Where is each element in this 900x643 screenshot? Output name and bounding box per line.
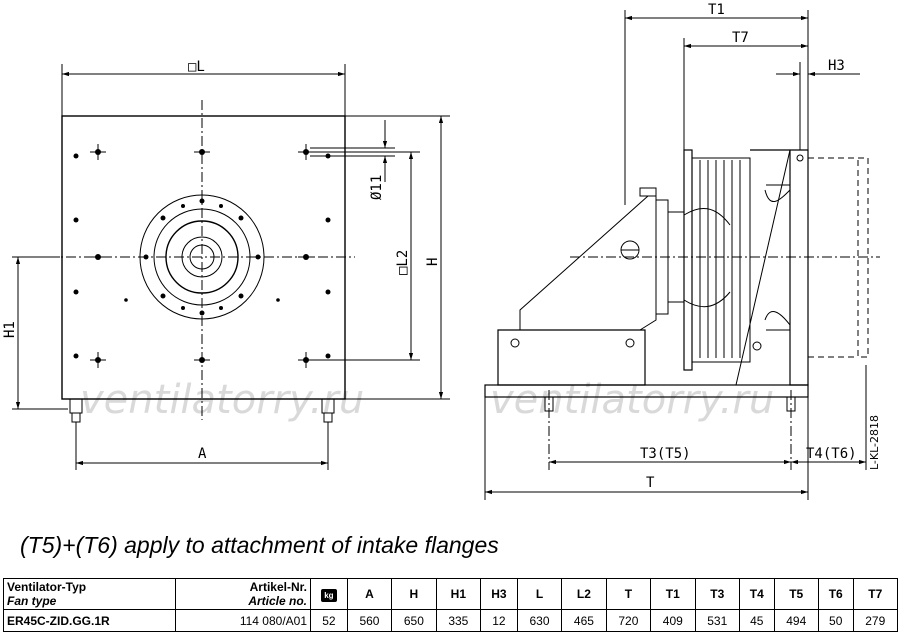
col-header: H bbox=[391, 578, 437, 610]
value-cell: 630 bbox=[516, 609, 563, 632]
fan-type-header: Ventilator-Typ Fan type bbox=[3, 578, 176, 610]
table-header-row: Ventilator-Typ Fan type Artikel-Nr. Arti… bbox=[3, 578, 898, 610]
col-header: T3 bbox=[694, 578, 740, 610]
front-view bbox=[12, 64, 450, 470]
fan-type-header-de: Ventilator-Typ bbox=[7, 580, 87, 594]
value-cell: 50 bbox=[817, 609, 854, 632]
article-cell: 114 080/A01 bbox=[175, 609, 311, 632]
article-header: Artikel-Nr. Article no. bbox=[175, 578, 311, 610]
col-header: T bbox=[605, 578, 652, 610]
value-cell: 650 bbox=[391, 609, 437, 632]
dim-label-L2: □L2 bbox=[395, 250, 411, 275]
drawing-id: L-KL-2818 bbox=[868, 414, 881, 470]
col-header: L2 bbox=[561, 578, 607, 610]
weight-icon: kg bbox=[321, 588, 337, 602]
value-cell: 45 bbox=[738, 609, 775, 632]
article-header-en: Article no. bbox=[248, 594, 307, 608]
dim-label-T7: T7 bbox=[732, 30, 749, 46]
watermark-right: ventilatorry.ru bbox=[490, 377, 774, 423]
value-cell: 531 bbox=[694, 609, 740, 632]
value-cell: 720 bbox=[605, 609, 652, 632]
side-view bbox=[484, 10, 880, 500]
value-cell: 12 bbox=[480, 609, 518, 632]
watermark-left: ventilatorry.ru bbox=[80, 377, 364, 423]
col-header: T4 bbox=[738, 578, 775, 610]
col-header: T6 bbox=[817, 578, 854, 610]
col-header: T5 bbox=[773, 578, 819, 610]
dim-label-A: A bbox=[198, 446, 207, 462]
value-cell: 560 bbox=[346, 609, 393, 632]
table-row: ER45C-ZID.GG.1R 114 080/A01 52 560 650 3… bbox=[3, 609, 898, 632]
dim-label-H: H bbox=[425, 258, 441, 266]
col-header: H1 bbox=[435, 578, 482, 610]
weight-header: kg bbox=[310, 578, 348, 610]
col-header: H3 bbox=[480, 578, 518, 610]
col-header: L bbox=[516, 578, 563, 610]
col-header: T1 bbox=[650, 578, 696, 610]
dim-label-d11: Ø11 bbox=[369, 175, 385, 200]
fan-type-header-en: Fan type bbox=[7, 594, 57, 608]
dim-label-T1: T1 bbox=[708, 2, 725, 18]
value-cell: 279 bbox=[852, 609, 898, 632]
dim-label-L: □L bbox=[188, 59, 205, 75]
fan-type-cell: ER45C-ZID.GG.1R bbox=[3, 609, 176, 632]
technical-drawing: ventilatorry.ru ventilatorry.ru bbox=[2, 2, 880, 500]
dim-label-H1: H1 bbox=[2, 321, 18, 338]
col-header: T7 bbox=[852, 578, 898, 610]
value-cell: 409 bbox=[650, 609, 696, 632]
article-header-de: Artikel-Nr. bbox=[249, 580, 307, 594]
flange-note: (T5)+(T6) apply to attachment of intake … bbox=[20, 532, 499, 558]
dim-label-T: T bbox=[646, 475, 655, 491]
dimension-table: Ventilator-Typ Fan type Artikel-Nr. Arti… bbox=[3, 578, 898, 632]
value-cell: 335 bbox=[435, 609, 482, 632]
col-header: A bbox=[346, 578, 393, 610]
dim-label-T3T5: T3(T5) bbox=[640, 446, 691, 462]
weight-cell: 52 bbox=[310, 609, 348, 632]
value-cell: 465 bbox=[561, 609, 607, 632]
dim-label-H3: H3 bbox=[828, 58, 845, 74]
dim-label-T4T6: T4(T6) bbox=[806, 446, 857, 462]
value-cell: 494 bbox=[773, 609, 819, 632]
